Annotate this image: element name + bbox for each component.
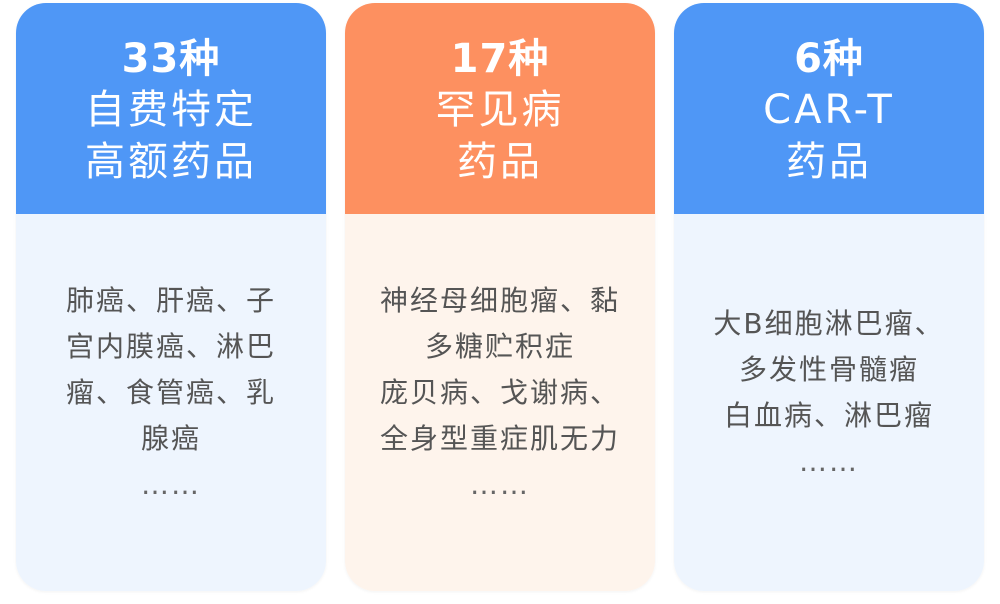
card-body: 神经母细胞瘤、黏 多糖贮积症 庞贝病、戈谢病、 全身型重症肌无力 …… [345, 214, 655, 591]
card-title-line: 高额药品 [85, 138, 257, 185]
card-title-line: CAR-T [763, 86, 895, 133]
card-title-line: 罕见病 [435, 86, 565, 133]
card-count: 6种 [794, 35, 864, 82]
card-count: 33种 [121, 35, 221, 82]
disease-list-line: 瘤、食管癌、乳 [65, 375, 276, 409]
card-body: 大B细胞淋巴瘤、 多发性骨髓瘤 白血病、淋巴瘤 …… [674, 214, 984, 591]
disease-list-line: 神经母细胞瘤、黏 [379, 283, 620, 317]
ellipsis-more: …… [470, 467, 530, 501]
ellipsis-more: …… [799, 444, 859, 478]
disease-list-line: 全身型重症肌无力 [379, 421, 620, 455]
card-title-line: 药品 [457, 138, 543, 185]
disease-list-line: 腺癌 [140, 421, 201, 455]
card-header: 17种 罕见病 药品 [345, 3, 655, 214]
disease-list-line: 庞贝病、戈谢病、 [379, 375, 620, 409]
disease-list-line: 大B细胞淋巴瘤、 [713, 306, 945, 340]
drug-category-card-self-paid: 33种 自费特定 高额药品 肺癌、肝癌、子 宫内膜癌、淋巴 瘤、食管癌、乳 腺癌… [16, 3, 326, 591]
disease-list-line: 多糖贮积症 [424, 329, 575, 363]
disease-list-line: 多发性骨髓瘤 [738, 352, 919, 386]
card-title-line: 药品 [786, 138, 872, 185]
disease-list-line: 白血病、淋巴瘤 [723, 398, 934, 432]
disease-list-line: 宫内膜癌、淋巴 [65, 329, 276, 363]
card-header: 6种 CAR-T 药品 [674, 3, 984, 214]
disease-list-line: 肺癌、肝癌、子 [65, 283, 276, 317]
card-count: 17种 [450, 35, 550, 82]
card-title-line: 自费特定 [85, 86, 257, 133]
drug-category-card-car-t: 6种 CAR-T 药品 大B细胞淋巴瘤、 多发性骨髓瘤 白血病、淋巴瘤 …… [674, 3, 984, 591]
ellipsis-more: …… [141, 467, 201, 501]
card-header: 33种 自费特定 高额药品 [16, 3, 326, 214]
card-body: 肺癌、肝癌、子 宫内膜癌、淋巴 瘤、食管癌、乳 腺癌 …… [16, 214, 326, 591]
drug-category-card-rare-disease: 17种 罕见病 药品 神经母细胞瘤、黏 多糖贮积症 庞贝病、戈谢病、 全身型重症… [345, 3, 655, 591]
